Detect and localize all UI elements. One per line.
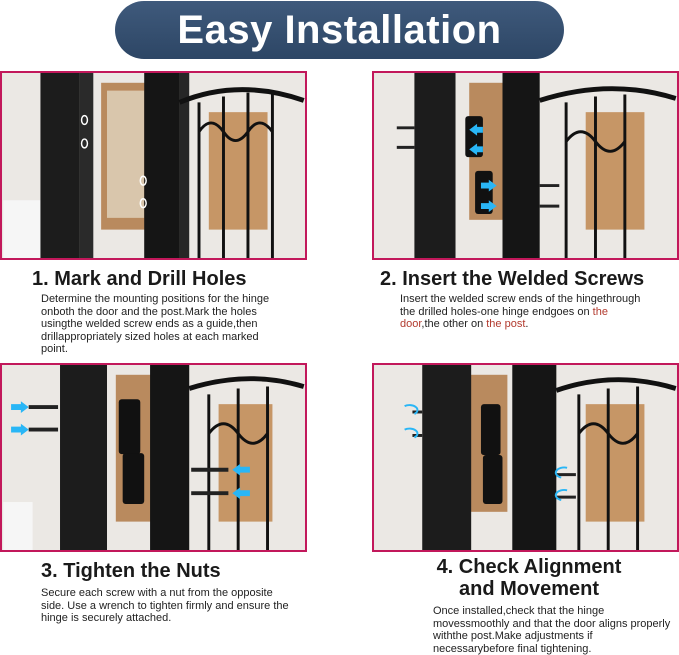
step-2-desc-part-a: Insert the welded screw ends of the hing… (400, 293, 641, 318)
rotate-icon (404, 404, 568, 502)
step-3-title: 3. Tighten the Nuts (41, 560, 221, 582)
step-2-description: Insert the welded screw ends of the hing… (400, 293, 645, 331)
step-4-description: Once installed,check that the hinge move… (433, 605, 671, 655)
step-2-desc-post: the post (486, 318, 526, 330)
step-3-photo (0, 363, 307, 552)
step-1-title: 1. Mark and Drill Holes (32, 268, 247, 290)
arrow-right-icon (469, 123, 497, 212)
step-2-desc-part-c: . (525, 318, 529, 330)
title-banner: Easy Installation (115, 1, 564, 59)
step-2-desc-part-b: ,the other on (421, 318, 487, 330)
step-4-photo (372, 363, 679, 552)
step-2-photo (372, 71, 679, 260)
step-4-title-line-2: and Movement (458, 578, 600, 600)
arrow-right-icon (11, 401, 250, 500)
page-title: Easy Installation (177, 7, 502, 52)
step-2-desc-door: the door (400, 305, 608, 331)
step-2-title: 2. Insert the Welded Screws (380, 268, 645, 290)
step-1-description: Determine the mounting positions for the… (41, 293, 270, 355)
step-3-description: Secure each screw with a nut from the op… (41, 587, 289, 624)
step-4-title-line-1: 4. Check Alignment (436, 556, 622, 578)
step-4-title: 4. Check Alignment and Movement (424, 556, 634, 600)
step-1-photo (0, 71, 307, 260)
